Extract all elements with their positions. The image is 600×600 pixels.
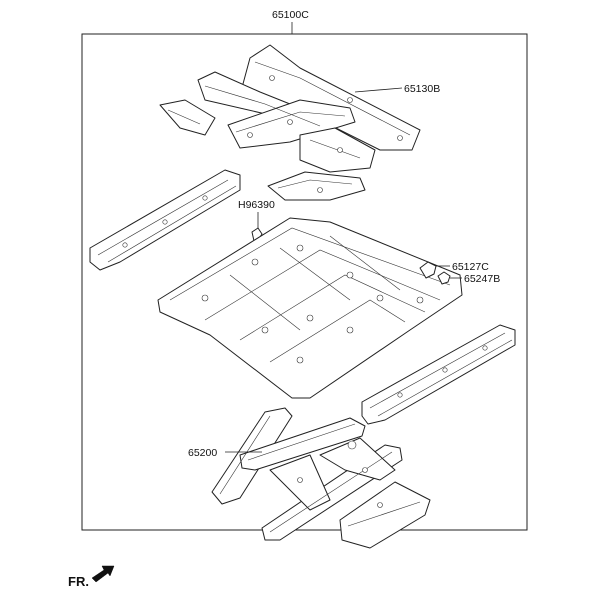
assembly-label: 65100C — [272, 9, 309, 21]
center-bracket-part — [267, 171, 366, 201]
assembly-frame — [81, 22, 528, 531]
front-direction-label: FR. — [68, 574, 89, 589]
assembly-border — [81, 33, 528, 531]
bracket-b-part — [437, 271, 451, 285]
bracket-a-label: 65127C — [452, 261, 489, 273]
bracket-a-part — [419, 261, 437, 279]
crossmember-label: 65130B — [404, 83, 440, 95]
rear-frame-label: 65200 — [188, 447, 217, 459]
front-crossmember-part — [159, 44, 421, 173]
rear-frame-part — [211, 407, 431, 549]
front-direction-arrow-icon — [91, 565, 115, 583]
crossmember-leader — [354, 87, 403, 93]
left-side-member-part — [89, 169, 241, 271]
right-side-member-part — [361, 324, 516, 425]
clip-label: H96390 — [238, 199, 275, 211]
bracket-b-label: 65247B — [464, 273, 500, 285]
floor-panel-part — [157, 217, 463, 399]
